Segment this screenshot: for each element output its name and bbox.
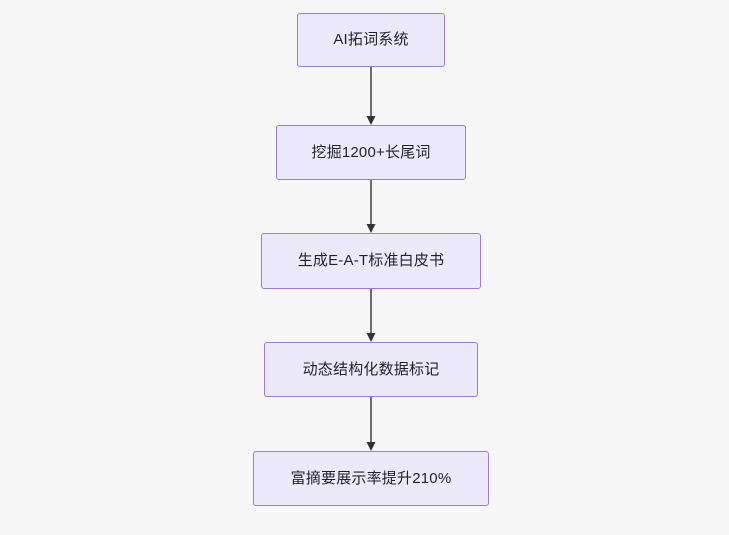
flow-node-n3[interactable]: 生成E-A-T标准白皮书 (261, 233, 481, 289)
flow-node-n5[interactable]: 富摘要展示率提升210% (253, 451, 489, 506)
flow-node-n4[interactable]: 动态结构化数据标记 (264, 342, 478, 397)
flow-node-label: 生成E-A-T标准白皮书 (297, 252, 445, 269)
edge-n3-to-n4 (361, 289, 381, 342)
edge-n4-to-n5 (361, 397, 381, 451)
flow-node-label: 挖掘1200+长尾词 (311, 143, 431, 161)
flow-node-n1[interactable]: AI拓词系统 (297, 13, 445, 67)
edge-n2-to-n3 (361, 180, 381, 233)
flow-node-label: AI拓词系统 (333, 31, 409, 48)
edge-n1-to-n2 (361, 67, 381, 125)
flow-node-label: 富摘要展示率提升210% (290, 469, 452, 487)
flow-node-label: 动态结构化数据标记 (302, 360, 440, 378)
flow-node-n2[interactable]: 挖掘1200+长尾词 (276, 125, 466, 180)
